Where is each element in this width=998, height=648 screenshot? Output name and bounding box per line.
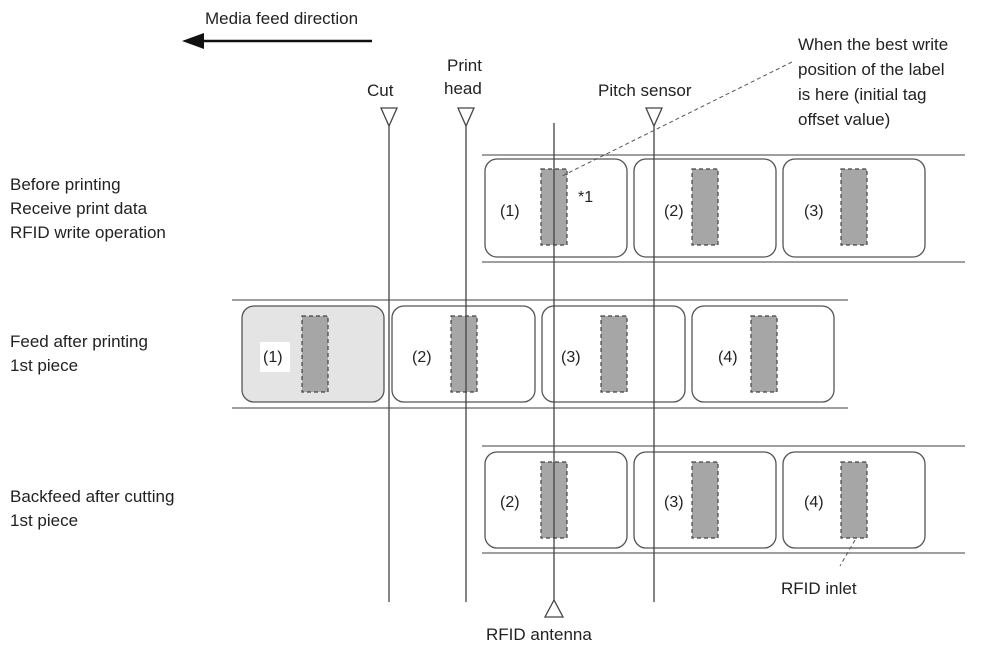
best-write-callout-text: When the best write position of the labe…: [798, 35, 953, 129]
row-2-media: (1) (2) (3) (4): [232, 299, 848, 409]
row-3-media: (2) (3) (4): [482, 445, 965, 554]
row-3-label: Backfeed after cutting 1st piece: [10, 487, 179, 530]
pitch-sensor-marker: Pitch sensor: [598, 81, 692, 128]
rfid-inlet: [750, 315, 778, 393]
rfid-inlet-callout: RFID inlet: [781, 539, 857, 598]
print-head-marker: Print head: [444, 56, 487, 128]
label-number: (3): [664, 494, 684, 511]
rfid-inlet: [840, 168, 868, 246]
rfid-inlet: [301, 315, 329, 393]
row-2-label-piece: (2): [391, 305, 536, 403]
rfid-antenna-marker: RFID antenna: [486, 598, 592, 644]
row-2-label: Feed after printing 1st piece: [10, 332, 153, 375]
pitch-sensor-marker-icon: [644, 107, 664, 128]
row-1-label-piece: (3): [782, 158, 926, 258]
rfid-inlet-leader-line: [839, 539, 856, 567]
rfid-inlet-label: RFID inlet: [781, 579, 857, 598]
label-number: (3): [561, 349, 581, 366]
row-1-label-piece: (2): [633, 158, 777, 258]
best-write-callout: When the best write position of the labe…: [561, 35, 953, 177]
rfid-inlet: [600, 315, 628, 393]
feed-direction-arrow-icon: [182, 33, 204, 49]
best-write-leader-line: [561, 61, 793, 177]
label-number: (2): [664, 203, 684, 220]
row-2-label-piece: (1): [241, 305, 385, 403]
cut-marker: Cut: [367, 81, 399, 128]
row-2-label-piece: (3): [541, 305, 686, 403]
cut-label: Cut: [367, 81, 394, 100]
reference-lines: [388, 123, 655, 602]
rfid-inlet: [840, 461, 868, 539]
row-3-label-piece: (2): [484, 451, 628, 549]
rfid-antenna-label: RFID antenna: [486, 625, 592, 644]
row-1-label-piece: (1): [484, 158, 628, 258]
pitch-sensor-label: Pitch sensor: [598, 81, 692, 100]
label-number: (1): [263, 349, 283, 366]
rfid-inlet: [691, 168, 719, 246]
cut-marker-icon: [379, 107, 399, 128]
row-labels: Before printing Receive print data RFID …: [10, 175, 179, 530]
label-number: (1): [500, 203, 520, 220]
row-2-label-piece: (4): [691, 305, 835, 403]
label-number-background: [260, 342, 290, 372]
feed-direction-indicator: Media feed direction: [182, 9, 372, 49]
rfid-antenna-marker-icon: [543, 598, 565, 618]
row-3-label-piece: (3): [633, 451, 777, 549]
row-1-media: (1) (2) (3) *1: [482, 154, 965, 263]
row-1-label: Before printing Receive print data RFID …: [10, 175, 166, 242]
row-3-label-piece: (4): [782, 451, 926, 549]
rfid-inlet: [450, 315, 478, 393]
rfid-inlet: [691, 461, 719, 539]
print-head-label: Print head: [444, 56, 487, 98]
label-number: (2): [500, 494, 520, 511]
label-number: (4): [718, 349, 738, 366]
label-number: (2): [412, 349, 432, 366]
label-number: (3): [804, 203, 824, 220]
label-number: (4): [804, 494, 824, 511]
feed-direction-label: Media feed direction: [205, 9, 358, 28]
footnote-marker: *1: [578, 189, 593, 206]
print-head-marker-icon: [456, 107, 476, 128]
